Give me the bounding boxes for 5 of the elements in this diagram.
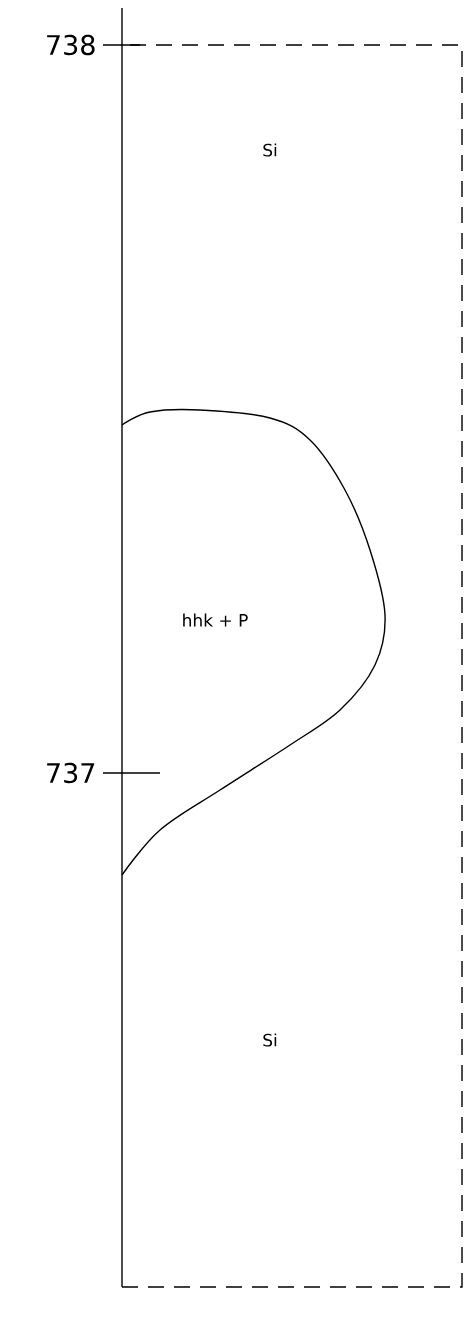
region-label: Si xyxy=(263,1033,277,1047)
tick-label: 737 xyxy=(47,762,95,784)
tick-label: 738 xyxy=(47,34,95,56)
phase-region: hhk + P xyxy=(121,408,386,876)
region-label: Si xyxy=(263,143,277,157)
